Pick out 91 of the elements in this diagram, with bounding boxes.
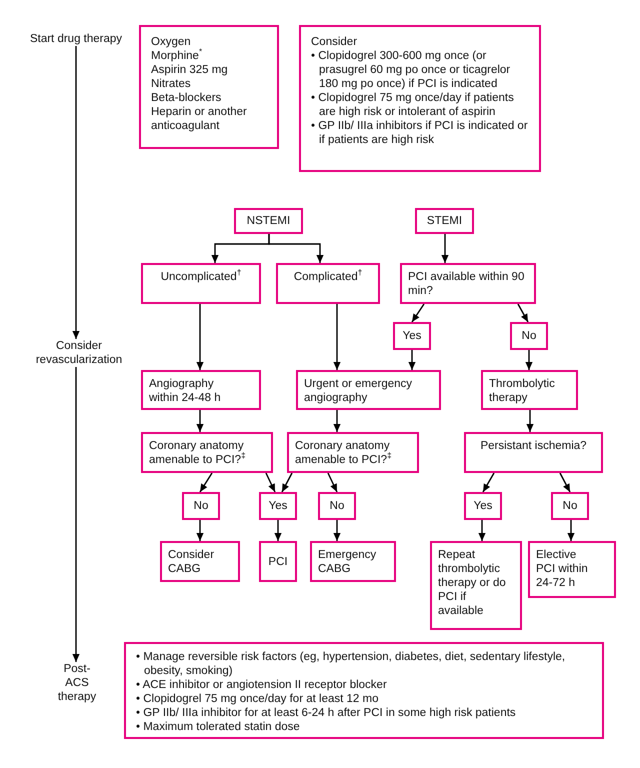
list-item: • Manage reversible risk factors (eg, hypertension, diabetes, diet, sedentary lifestyle, obesity, smoking) (136, 650, 566, 678)
box-text: Thrombolytic therapy (489, 377, 556, 405)
arrow (196, 304, 204, 370)
arrow (411, 304, 425, 322)
box-text: Consider CABG (168, 548, 216, 576)
box-text: Persistant ischemia? (480, 439, 587, 453)
arrow (526, 410, 534, 432)
list-item: Heparin or another anticoagulant (151, 105, 248, 133)
step-box (160, 541, 240, 582)
box-text: No (522, 329, 536, 343)
diagnosis-box (234, 208, 303, 234)
box-text: Coronary anatomy amenable to PCI?$^{‡}$ (149, 439, 247, 467)
arrow (274, 520, 282, 541)
list-item: • GP IIb/ IIIa inhibitors if PCI is indicated or if patients are high risk (311, 119, 529, 147)
box-text: No (194, 499, 208, 513)
step-box (296, 370, 441, 410)
outcome-box (551, 492, 589, 520)
decision-box (141, 432, 273, 473)
box-text: Angiography within 24-48 h (149, 377, 222, 405)
box-text: Coronary anatomy amenable to PCI?$^{‡}$ (295, 439, 393, 467)
arrow (268, 234, 324, 263)
arrow (199, 472, 213, 492)
list-item: Oxygen (151, 35, 191, 49)
arrow (482, 472, 495, 492)
list-item: • GP IIb/ IIIa inhibitor for at least 6-24 h after PCI in some high risk patients (136, 706, 516, 720)
list-item: Beta-blockers (151, 91, 222, 105)
list-heading: Consider (311, 35, 358, 49)
arrow (333, 410, 341, 432)
box-text: Repeat thrombolytic therapy or do PCI if available (438, 548, 507, 618)
therapy-box (299, 25, 541, 172)
box-text: No (330, 499, 344, 513)
box-text: Yes (268, 499, 288, 513)
arrow (72, 46, 80, 339)
step-box (259, 541, 297, 582)
box-text: NSTEMI (246, 214, 290, 228)
arrow (517, 304, 529, 322)
arrow (196, 520, 204, 541)
step-box (141, 263, 261, 304)
arrow (478, 520, 486, 541)
diagnosis-box (415, 208, 474, 234)
box-text: Urgent or emergency angiography (304, 377, 414, 405)
arrow (333, 520, 341, 541)
stage-label: Consider revascularization (36, 339, 122, 367)
arrow (72, 367, 80, 662)
list-item: • Clopidogrel 75 mg once/day for at least 12 mo (136, 692, 378, 706)
list-item: • Clopidogrel 75 mg once/day if patients are high risk or intolerant of aspirin (311, 91, 515, 119)
arrow (327, 472, 338, 492)
list-item: Morphine$^{*}$ (151, 49, 202, 63)
outcome-box (510, 322, 548, 350)
step-box (141, 370, 261, 410)
arrow (441, 234, 449, 263)
list-item: Nitrates (151, 77, 191, 91)
step-box (481, 370, 578, 410)
box-text: Yes (402, 329, 422, 343)
box-text: Yes (474, 499, 492, 513)
arrow (567, 520, 575, 541)
box-text: Uncomplicated$^{†}$ (160, 270, 242, 284)
stage-label: Start drug therapy (30, 32, 122, 46)
step-box (430, 541, 522, 630)
box-text: No (562, 499, 578, 513)
arrow (281, 472, 293, 492)
decision-box (464, 432, 603, 473)
therapy-box (124, 642, 604, 739)
box-text: Elective PCI within 24-72 h (536, 548, 589, 590)
box-text: STEMI (426, 214, 462, 228)
decision-box (400, 263, 536, 304)
decision-box (287, 432, 419, 473)
arrow (525, 350, 533, 370)
outcome-box (464, 492, 502, 520)
outcome-box (259, 492, 297, 520)
box-text: Complicated$^{†}$ (294, 270, 362, 284)
outcome-box (318, 492, 356, 520)
box-text: PCI available within 90 min? (408, 270, 526, 298)
arrow (333, 304, 341, 370)
step-box (276, 263, 380, 304)
list-item: • Maximum tolerated statin dose (136, 720, 300, 734)
step-box (310, 541, 396, 582)
arrow (265, 472, 276, 492)
arrow (196, 410, 204, 432)
step-box (528, 541, 616, 598)
arrow (559, 472, 571, 492)
arrow (408, 350, 416, 370)
box-text: PCI (268, 554, 288, 568)
box-text: Emergency CABG (318, 548, 378, 576)
therapy-box (139, 25, 279, 149)
list-item: • ACE inhibitor or angiotension II receptor blocker (136, 678, 387, 692)
stage-label: Post-ACS therapy (58, 662, 96, 704)
list-item: Aspirin 325 mg (151, 63, 228, 77)
outcome-box (182, 492, 220, 520)
list-item: • Clopidogrel 300-600 mg once (or prasugrel 60 mg po once or ticagrelor 180 mg po once) if PCI is indicated (311, 49, 512, 91)
outcome-box (393, 322, 431, 350)
